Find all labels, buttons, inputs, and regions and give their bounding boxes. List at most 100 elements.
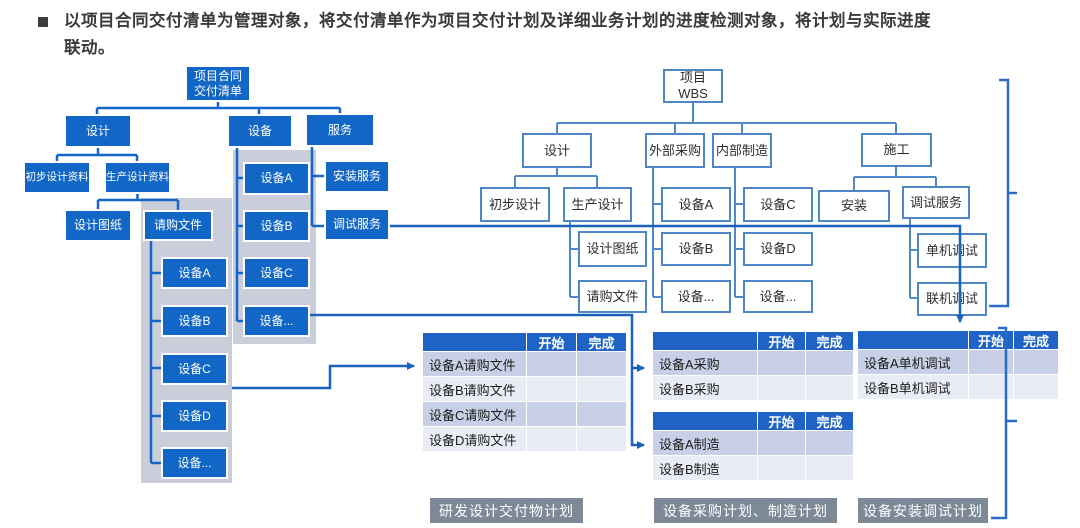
- row-label: 设备B制造: [659, 461, 720, 477]
- cell-start-empty: [968, 375, 1013, 399]
- cell-finish-empty: [1013, 350, 1058, 374]
- wbs-external-procurement: 外部采购: [645, 133, 705, 168]
- cell-start-empty: [526, 352, 576, 376]
- node-purchase-request: 请购文件: [143, 210, 213, 241]
- equip-item-more: 设备...: [243, 305, 310, 337]
- cell-start-empty: [526, 377, 576, 401]
- wbs-prelim-design: 初步设计: [480, 187, 550, 222]
- req-item-equipA: 设备A: [161, 257, 228, 289]
- label-design-deliverable-plan: 研发设计交付物计划: [430, 498, 583, 523]
- cell-start-empty: [757, 351, 805, 375]
- node-design: 设计: [64, 114, 132, 148]
- wbs-internal-manufacture: 内部制造: [712, 133, 772, 168]
- row-label: 设备D请购文件: [429, 432, 517, 448]
- equip-item-B: 设备B: [243, 210, 310, 242]
- header-finish-cell: 完成: [1013, 331, 1058, 349]
- node-contract-delivery-root: 项目合同 交付清单: [185, 65, 251, 102]
- cell-start-empty: [526, 402, 576, 426]
- wbs-design: 设计: [522, 133, 592, 168]
- wbs-commissioning-service: 调试服务: [902, 186, 970, 219]
- cell-finish-empty: [576, 352, 626, 376]
- cell-finish-empty: [1013, 375, 1058, 399]
- table-row: 设备A单机调试: [858, 350, 1058, 374]
- row-label: 设备B请购文件: [429, 382, 516, 398]
- header-finish-cell: 完成: [576, 333, 626, 351]
- row-label: 设备A采购: [659, 356, 720, 372]
- row-label: 设备C请购文件: [429, 407, 517, 423]
- right-bracket-lines: [989, 78, 1017, 520]
- equip-item-A: 设备A: [243, 162, 310, 195]
- cell-finish-empty: [805, 431, 853, 455]
- wbs-construction: 施工: [861, 133, 932, 167]
- req-item-equipB: 设备B: [161, 305, 228, 337]
- cell-finish-empty: [576, 377, 626, 401]
- wbs-mfg-equipC: 设备C: [743, 187, 813, 222]
- wbs-single-commissioning: 单机调试: [917, 233, 987, 268]
- wbs-proc-equip-more: 设备...: [661, 280, 731, 313]
- label-install-commissioning-plan: 设备安装调试计划: [858, 498, 988, 523]
- wbs-install: 安装: [818, 190, 890, 222]
- row-label: 设备B单机调试: [864, 380, 951, 396]
- root-line2: 交付清单: [193, 83, 242, 98]
- node-install-service: 安装服务: [324, 160, 390, 193]
- wbs-proc-equipB: 设备B: [661, 232, 731, 266]
- node-prelim-design-docs: 初步设计资料: [23, 161, 91, 194]
- header-blank-cell: [423, 333, 526, 351]
- cell-finish-empty: [576, 427, 626, 451]
- req-item-equipD: 设备D: [161, 400, 228, 432]
- table-row: 设备D请购文件: [423, 427, 626, 451]
- table-row: 设备B单机调试: [858, 375, 1058, 399]
- req-item-equip-more: 设备...: [161, 447, 228, 479]
- header-start-cell: 开始: [757, 412, 805, 430]
- row-label: 设备A单机调试: [864, 355, 951, 371]
- table-header-row: 开始 完成: [653, 332, 853, 350]
- wbs-line1: 项目: [679, 70, 706, 86]
- row-label: 设备B采购: [659, 381, 720, 397]
- wbs-mfg-equip-more: 设备...: [743, 280, 813, 313]
- table-row: 设备B采购: [653, 376, 853, 400]
- node-service: 服务: [305, 113, 375, 147]
- table-row: 设备A采购: [653, 351, 853, 375]
- node-wbs-root: 项目 WBS: [663, 69, 723, 103]
- table-row: 设备B请购文件: [423, 377, 626, 401]
- node-equipment: 设备: [227, 114, 293, 148]
- cell-finish-empty: [805, 351, 853, 375]
- table-row: 设备A制造: [653, 431, 853, 455]
- header-start-cell: 开始: [526, 333, 576, 351]
- cell-start-empty: [757, 456, 805, 480]
- cell-start-empty: [526, 427, 576, 451]
- header-finish-cell: 完成: [805, 412, 853, 430]
- node-prod-design-docs: 生产设计资料: [104, 161, 171, 194]
- header-blank-cell: [653, 332, 757, 350]
- bullet-square-icon: [38, 17, 48, 27]
- row-label: 设备A请购文件: [429, 357, 516, 373]
- cell-start-empty: [968, 350, 1013, 374]
- header-start-cell: 开始: [757, 332, 805, 350]
- wbs-purchase-request: 请购文件: [578, 280, 647, 313]
- table-header-row: 开始 完成: [423, 333, 626, 351]
- table-header-row: 开始 完成: [858, 331, 1058, 349]
- table-row: 设备A请购文件: [423, 352, 626, 376]
- wbs-joint-commissioning: 联机调试: [917, 282, 987, 316]
- node-design-drawings: 设计图纸: [64, 209, 132, 242]
- table-row: 设备C请购文件: [423, 402, 626, 426]
- table-manufacture-plan: 开始 完成 设备A制造 设备B制造: [653, 412, 853, 480]
- wbs-line2: WBS: [678, 86, 708, 101]
- equip-item-C: 设备C: [243, 257, 310, 289]
- wbs-design-drawings: 设计图纸: [578, 231, 647, 267]
- cell-start-empty: [757, 431, 805, 455]
- table-commissioning-plan: 开始 完成 设备A单机调试 设备B单机调试: [858, 331, 1058, 399]
- link-purchase-request-to-table: [232, 362, 415, 390]
- cell-finish-empty: [576, 402, 626, 426]
- table-procurement-plan: 开始 完成 设备A采购 设备B采购: [653, 332, 853, 400]
- header-start-cell: 开始: [968, 331, 1013, 349]
- cell-finish-empty: [805, 456, 853, 480]
- header-blank-cell: [858, 331, 968, 349]
- node-commissioning-service: 调试服务: [324, 208, 390, 241]
- table-purchase-request-plan: 开始 完成 设备A请购文件 设备B请购文件 设备C请购文件 设备D请购文件: [423, 333, 626, 451]
- row-label: 设备A制造: [659, 436, 720, 452]
- header-finish-cell: 完成: [805, 332, 853, 350]
- wbs-proc-equipA: 设备A: [661, 187, 731, 222]
- wbs-mfg-equipD: 设备D: [743, 232, 813, 266]
